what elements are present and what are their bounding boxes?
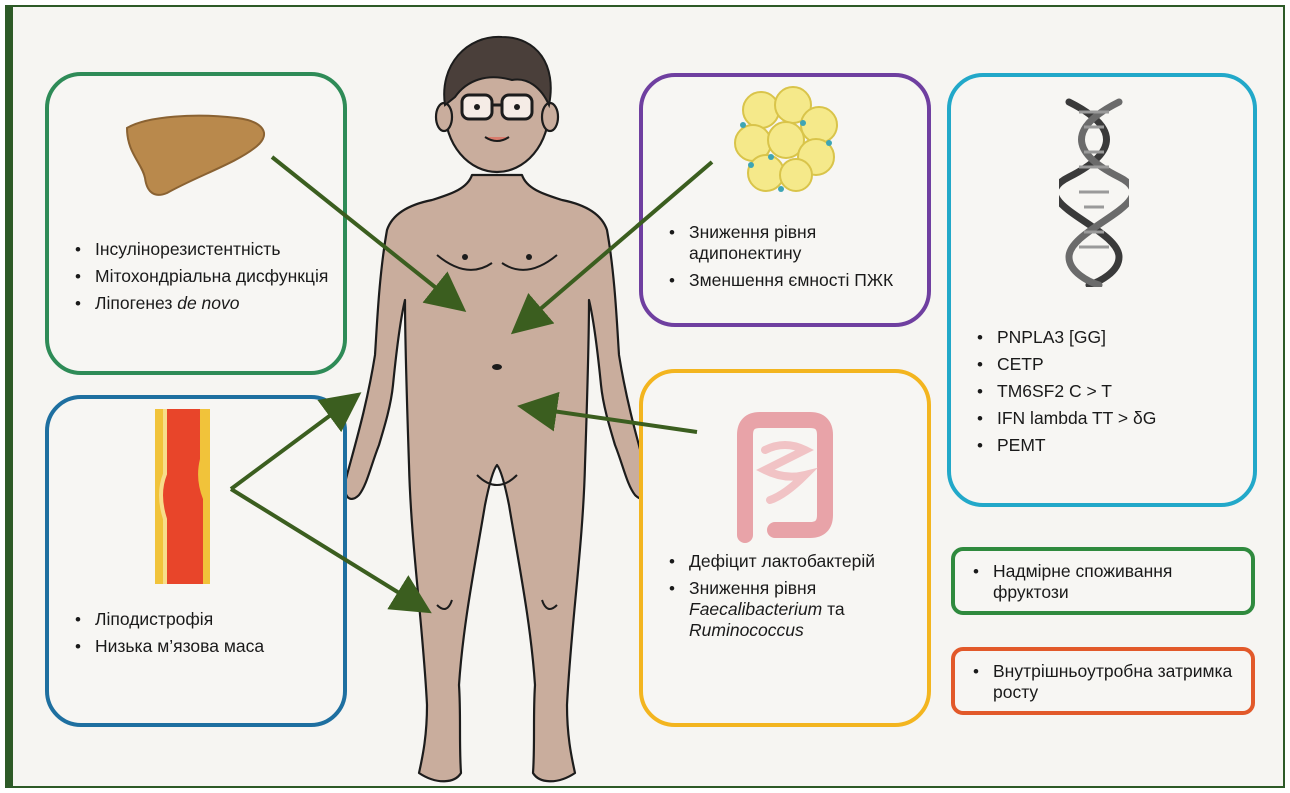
growth-factor-list: Внутрішньоутробна затримка росту — [969, 661, 1249, 709]
fructose-factor-box: Надмірне споживання фруктози — [951, 547, 1255, 615]
list-item: Низька м’язова маса — [71, 636, 341, 657]
list-item: Внутрішньоутробна затримка росту — [969, 661, 1249, 703]
adipose-factors-list: Зниження рівня адипонектину Зменшення єм… — [665, 222, 925, 297]
list-item: Дефіцит лактобактерій — [665, 551, 925, 572]
list-item: IFN lambda TT > δG — [973, 408, 1253, 429]
intestine-icon — [715, 405, 855, 545]
dna-icon — [1059, 97, 1129, 287]
list-item: Зменшення ємності ПЖК — [665, 270, 925, 291]
list-item: Мітохондріальна дисфункція — [71, 266, 341, 287]
list-item: CETP — [973, 354, 1253, 375]
vessel-icon — [155, 409, 210, 584]
growth-factor-box: Внутрішньоутробна затримка росту — [951, 647, 1255, 715]
diagram-frame: Інсулінорезистентність Мітохондріальна д… — [5, 5, 1285, 788]
adipocytes-icon — [731, 85, 841, 195]
vessel-factors-box: Ліподистрофія Низька м’язова маса — [45, 395, 347, 727]
list-item: TM6SF2 C > T — [973, 381, 1253, 402]
list-item: Зниження рівня Faecalibacterium та Rumin… — [665, 578, 925, 641]
list-item: PNPLA3 [GG] — [973, 327, 1253, 348]
genetics-factors-list: PNPLA3 [GG] CETP TM6SF2 C > T IFN lambda… — [973, 327, 1253, 462]
liver-factors-box: Інсулінорезистентність Мітохондріальна д… — [45, 72, 347, 375]
list-item: Ліподистрофія — [71, 609, 341, 630]
adipose-factors-box: Зниження рівня адипонектину Зменшення єм… — [639, 73, 931, 327]
list-item: Ліпогенез de novo — [71, 293, 341, 314]
gut-factors-list: Дефіцит лактобактерій Зниження рівня Fae… — [665, 551, 925, 647]
list-item: Інсулінорезистентність — [71, 239, 341, 260]
liver-factors-list: Інсулінорезистентність Мітохондріальна д… — [71, 239, 341, 320]
list-item: Зниження рівня адипонектину — [665, 222, 925, 264]
list-item: Надмірне споживання фруктози — [969, 561, 1249, 603]
human-figure-icon — [327, 25, 667, 788]
fructose-factor-list: Надмірне споживання фруктози — [969, 561, 1249, 609]
list-item: PEMT — [973, 435, 1253, 456]
genetics-factors-box: PNPLA3 [GG] CETP TM6SF2 C > T IFN lambda… — [947, 73, 1257, 507]
vessel-factors-list: Ліподистрофія Низька м’язова маса — [71, 609, 341, 663]
liver-icon — [117, 108, 277, 198]
gut-factors-box: Дефіцит лактобактерій Зниження рівня Fae… — [639, 369, 931, 727]
